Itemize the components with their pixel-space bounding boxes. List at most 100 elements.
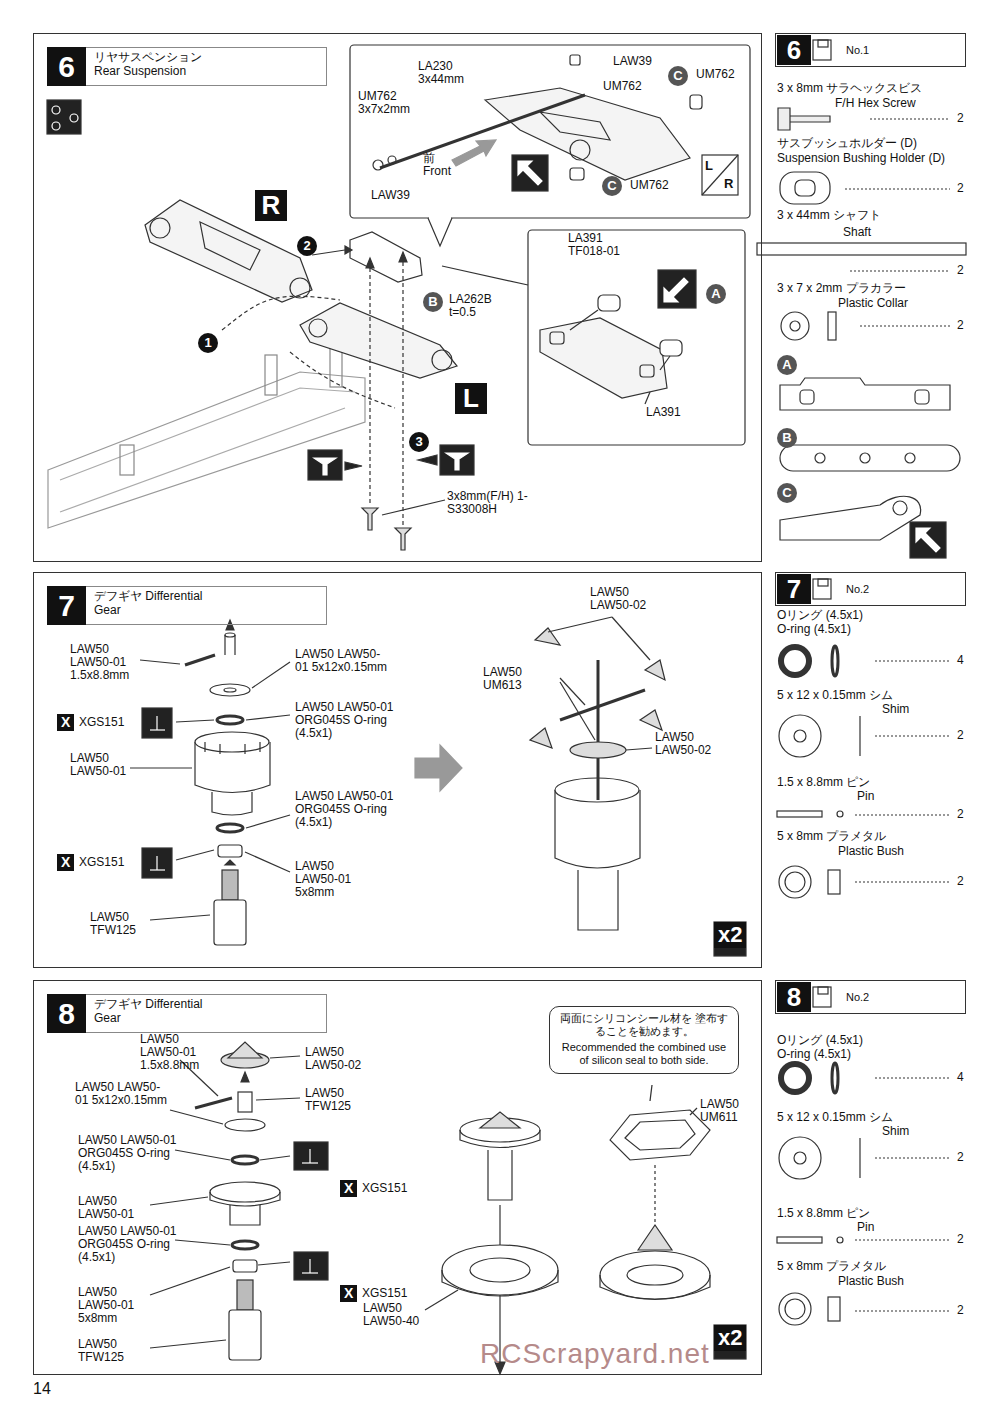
part-label: 2 bbox=[957, 808, 964, 821]
step-order-number: 3 bbox=[409, 432, 429, 452]
step-number: 6 bbox=[47, 47, 86, 86]
part-label: LAW39 bbox=[613, 55, 652, 68]
part-label: UM762 bbox=[630, 179, 669, 192]
part-label: LAW50 TFW125 bbox=[90, 911, 152, 937]
note-text: 両面にシリコンシール材を 塗布することを勧めます。 bbox=[556, 1012, 732, 1038]
part-label: LAW50 LAW50-40 bbox=[363, 1302, 425, 1328]
parts-header: 7 No.2 bbox=[775, 572, 966, 606]
part-label: LAW50 LAW50-01 5x12x0.15mm bbox=[295, 648, 390, 674]
step-title: デフギヤ Differential Gear bbox=[94, 997, 208, 1025]
part-label: LAW50 LAW50-01 ORG045S O-ring (4.5x1) bbox=[78, 1225, 178, 1264]
callout-letter: B bbox=[423, 292, 443, 312]
part-label: LAW39 bbox=[371, 189, 410, 202]
part-label: LAW50 LAW50-01 ORG045S O-ring (4.5x1) bbox=[78, 1134, 178, 1173]
step-number: 8 bbox=[47, 994, 86, 1033]
part-label: L bbox=[705, 158, 713, 174]
part-label: LA391 TF018-01 bbox=[568, 232, 630, 258]
step-panel: 7 デフギヤ Differential Gear bbox=[33, 572, 762, 968]
speech-bubble: 両面にシリコンシール材を 塗布することを勧めます。Recommended the… bbox=[549, 1006, 739, 1074]
marker-box: X bbox=[340, 1285, 357, 1302]
step-order-number: 2 bbox=[297, 236, 317, 256]
part-label: R bbox=[724, 176, 733, 192]
part-label: Oリング (4.5x1) bbox=[777, 1034, 965, 1047]
callout-letter: B bbox=[777, 428, 797, 448]
part-label: 4 bbox=[957, 654, 964, 667]
part-label: 2 bbox=[957, 1233, 964, 1246]
part-label: 2 bbox=[957, 1304, 964, 1317]
marker-box: L bbox=[455, 383, 487, 414]
part-label: 1.5 x 8.8mm ピン bbox=[777, 1207, 965, 1220]
part-label: UM762 bbox=[603, 80, 642, 93]
part-label: XGS151 bbox=[362, 1287, 407, 1300]
part-label: Shim bbox=[882, 703, 909, 716]
part-label: 5 x 12 x 0.15mm シム bbox=[777, 1111, 965, 1124]
parts-header: 8No.2 bbox=[775, 980, 966, 1014]
part-label: LAW50 LAW50-01 ORG045S O-ring (4.5x1) bbox=[295, 790, 395, 829]
part-label: 2 bbox=[957, 264, 964, 277]
part-label: 3 x 44mm シャフト bbox=[777, 209, 965, 222]
callout-letter: C bbox=[777, 483, 797, 503]
step-number: 7 bbox=[777, 574, 811, 604]
part-label: LAW50 LAW50-01 bbox=[78, 1195, 140, 1221]
step-number: 6 bbox=[777, 35, 811, 65]
part-label: LAW50 TFW125 bbox=[78, 1338, 140, 1364]
step-number: 7 bbox=[47, 586, 86, 625]
part-label: LAW50 LAW50-01 1.5x8.8mm bbox=[70, 643, 140, 682]
parts-header: 6No.1 bbox=[775, 33, 966, 67]
part-label: 5 x 8mm プラメタル bbox=[777, 830, 965, 843]
part-label: LA262B t=0.5 bbox=[449, 293, 511, 319]
callout-letter: C bbox=[602, 176, 622, 196]
part-label: 前 Front bbox=[423, 152, 465, 178]
part-label: LAW50 LAW50-02 bbox=[590, 586, 652, 612]
step-order-number: 1 bbox=[198, 333, 218, 353]
part-label: LA391 bbox=[646, 406, 681, 419]
part-label: Oリング (4.5x1) bbox=[777, 609, 965, 622]
part-label: 2 bbox=[957, 319, 964, 332]
part-label: サスブッシュホルダー (D) bbox=[777, 137, 965, 150]
part-label: LAW50 LAW50-02 bbox=[655, 731, 717, 757]
part-label: Plastic Bush bbox=[838, 845, 904, 858]
part-label: Plastic Bush bbox=[838, 1275, 904, 1288]
bag-number: No.2 bbox=[846, 582, 869, 596]
part-label: LAW50 LAW50-01 ORG045S O-ring (4.5x1) bbox=[295, 701, 395, 740]
part-label: UM762 bbox=[696, 68, 735, 81]
part-label: LAW50 LAW50-01 5x12x0.15mm bbox=[75, 1081, 170, 1107]
part-label: 3 x 7 x 2mm プラカラー bbox=[777, 282, 965, 295]
part-label: Pin bbox=[857, 790, 874, 803]
part-label: XGS151 bbox=[79, 856, 124, 869]
part-label: O-ring (4.5x1) bbox=[777, 1048, 927, 1061]
callout-letter: A bbox=[706, 284, 726, 304]
page-number: 14 bbox=[33, 1380, 51, 1398]
part-label: O-ring (4.5x1) bbox=[777, 623, 927, 636]
part-label: Suspension Bushing Holder (D) bbox=[777, 152, 967, 165]
part-label: 2 bbox=[957, 1151, 964, 1164]
watermark: RCScrapyard.net bbox=[480, 1338, 710, 1370]
step-title: デフギヤ Differential Gear bbox=[94, 589, 208, 617]
part-label: LAW50 LAW50-01 5x8mm bbox=[295, 860, 370, 899]
part-label: 2 bbox=[957, 729, 964, 742]
part-label: F/H Hex Screw bbox=[835, 97, 916, 110]
part-label: LA230 3x44mm bbox=[418, 60, 473, 86]
part-label: Plastic Collar bbox=[838, 297, 908, 310]
part-label: 3x8mm(F/H) 1-S33008H bbox=[447, 490, 537, 516]
callout-letter: C bbox=[668, 66, 688, 86]
marker-box: R bbox=[255, 190, 287, 221]
part-label: XGS151 bbox=[79, 716, 124, 729]
part-label: Pin bbox=[857, 1221, 874, 1234]
marker-box: X bbox=[340, 1180, 357, 1197]
marker-box: X bbox=[57, 854, 74, 871]
part-label: 4 bbox=[957, 1071, 964, 1084]
part-label: 2 bbox=[957, 875, 964, 888]
part-label: LAW50 UM613 bbox=[483, 666, 545, 692]
part-label: 2 bbox=[957, 112, 964, 125]
part-label: 2 bbox=[957, 182, 964, 195]
step-number: 8 bbox=[777, 982, 811, 1012]
callout-letter: A bbox=[777, 355, 797, 375]
part-label: XGS151 bbox=[362, 1182, 407, 1195]
part-label: UM762 3x7x2mm bbox=[358, 90, 418, 116]
step-title: リヤサスペンション Rear Suspension bbox=[94, 50, 208, 78]
part-label: LAW50 LAW50-02 bbox=[305, 1046, 367, 1072]
part-label: LAW50 LAW50-01 1.5x8.8mm bbox=[140, 1033, 210, 1072]
part-label: Shaft bbox=[843, 226, 871, 239]
part-label: Shim bbox=[882, 1125, 909, 1138]
